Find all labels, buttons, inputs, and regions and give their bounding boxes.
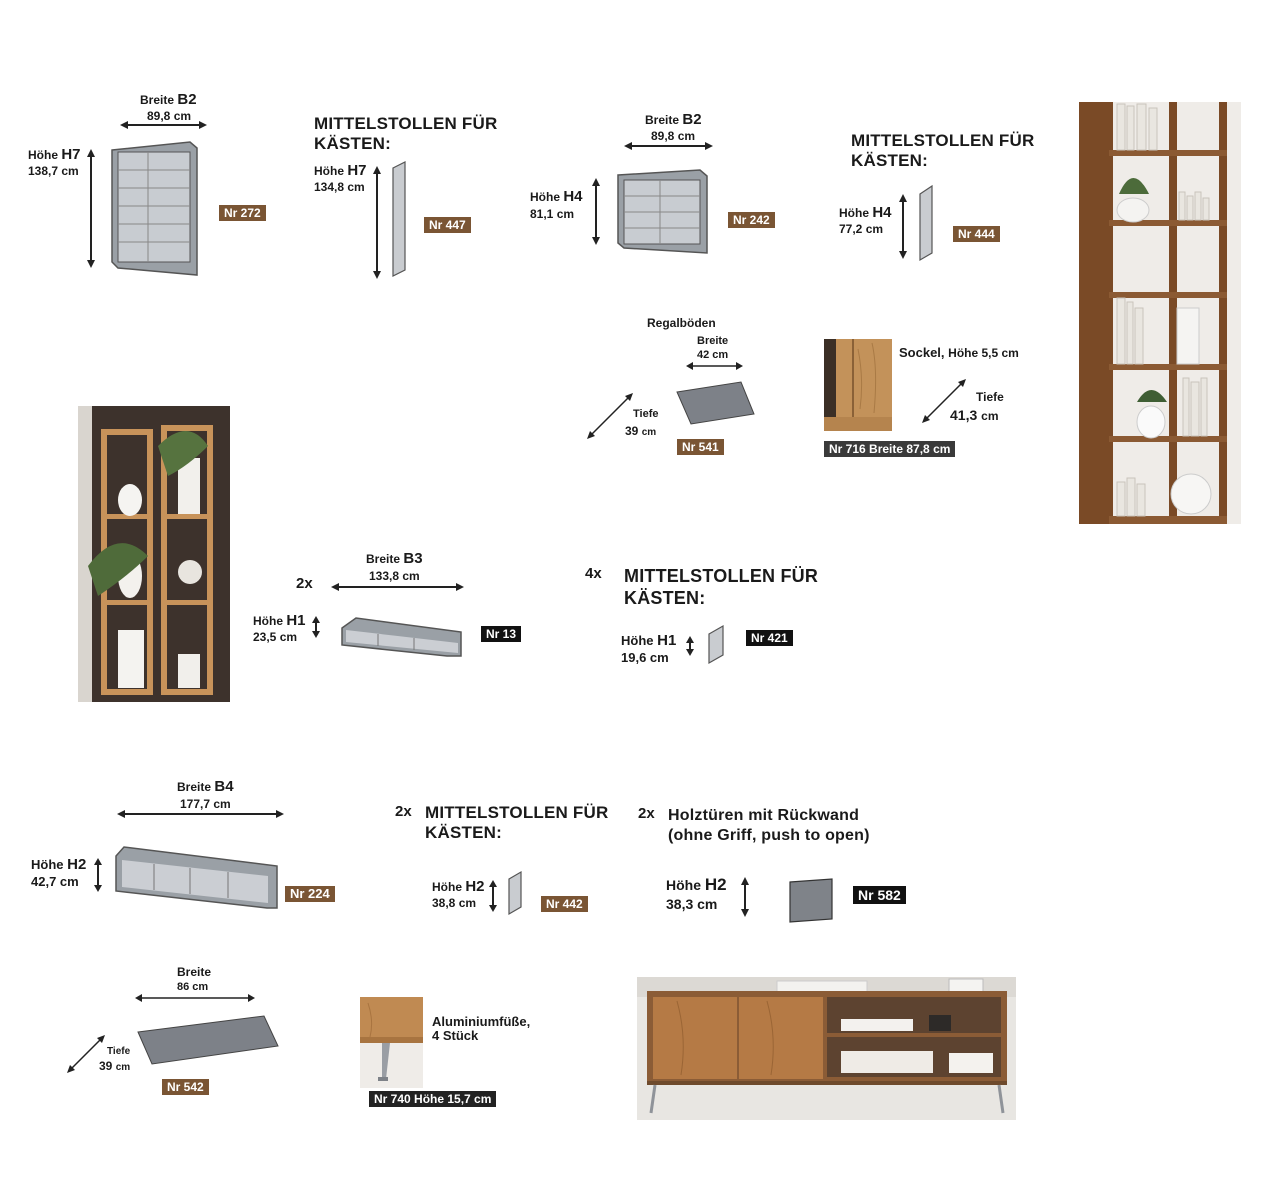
height-label: Höhe H7 <box>314 162 367 179</box>
height-value: 19,6 cm <box>621 650 669 665</box>
width-label: Breite B3 <box>366 550 423 567</box>
part-number-badge: Nr 242 <box>728 212 775 228</box>
height-label: Höhe H4 <box>530 188 583 205</box>
height-label: Höhe H4 <box>839 204 892 221</box>
height-value: 81,1 cm <box>530 207 575 221</box>
height-label: Höhe H2 <box>432 878 485 895</box>
width-value: 86 cm <box>177 981 209 993</box>
height-value: 38,8 cm <box>432 896 477 910</box>
depth-label: Tiefe <box>107 1046 131 1057</box>
part-number-badge: Nr 224 <box>285 886 335 902</box>
part-number-badge: Nr 13 <box>481 626 522 642</box>
depth-value: 39 cm <box>99 1059 131 1073</box>
width-label: Breite <box>697 335 729 347</box>
part-number-badge: Nr 272 <box>219 205 266 221</box>
item-title: Sockel, Höhe 5,5 cm <box>899 345 1019 361</box>
height-label: Höhe H1 <box>621 632 677 649</box>
lowboard-photo <box>637 977 1016 1120</box>
part-number-badge: Nr 740 Höhe 15,7 cm <box>369 1091 497 1107</box>
depth-value: 39 cm <box>625 424 657 438</box>
item-title: Holztüren mit Rückwand(ohne Griff, push … <box>668 807 870 844</box>
width-label: Breite B4 <box>177 778 234 795</box>
width-label: Breite <box>177 965 212 979</box>
quantity: 2x <box>296 575 313 592</box>
height-value: 138,7 cm <box>28 164 79 178</box>
wall-shelves-photo <box>78 406 230 702</box>
part-number-badge: Nr 442 <box>541 896 588 912</box>
part-number-badge: Nr 582 <box>853 886 906 904</box>
height-label: Höhe H1 <box>253 612 306 629</box>
width-label: Breite B2 <box>140 91 197 108</box>
width-value: 42 cm <box>697 349 729 361</box>
height-value: 42,7 cm <box>31 874 79 889</box>
item-title: Regalböden <box>647 316 716 330</box>
width-value: 177,7 cm <box>180 797 231 811</box>
part-number-badge: Nr 447 <box>424 217 471 233</box>
width-value: 89,8 cm <box>651 129 696 143</box>
part-number-badge: Nr 716 Breite 87,8 cm <box>824 441 956 457</box>
part-number-badge: Nr 421 <box>746 630 793 646</box>
depth-value: 41,3 cm <box>950 407 999 423</box>
bookshelf-photo <box>1079 102 1241 524</box>
width-value: 133,8 cm <box>369 569 420 583</box>
height-value: 77,2 cm <box>839 222 884 236</box>
quantity: 4x <box>585 565 602 582</box>
height-label: Höhe H7 <box>28 146 81 163</box>
width-label: Breite B2 <box>645 111 702 128</box>
item-title: Aluminiumfüße,4 Stück <box>432 1014 531 1043</box>
width-value: 89,8 cm <box>147 109 192 123</box>
feet-photo <box>360 997 423 1088</box>
quantity: 2x <box>638 805 655 822</box>
height-value: 134,8 cm <box>314 180 365 194</box>
plinth-photo <box>824 339 892 431</box>
part-number-badge: Nr 542 <box>162 1079 209 1095</box>
height-label: Höhe H2 <box>666 875 727 894</box>
part-number-badge: Nr 541 <box>677 439 724 455</box>
quantity: 2x <box>395 803 412 820</box>
height-value: 23,5 cm <box>253 630 298 644</box>
depth-label: Tiefe <box>976 390 1004 404</box>
height-value: 38,3 cm <box>666 896 718 912</box>
part-number-badge: Nr 444 <box>953 226 1000 242</box>
height-label: Höhe H2 <box>31 856 87 873</box>
depth-label: Tiefe <box>633 408 659 420</box>
